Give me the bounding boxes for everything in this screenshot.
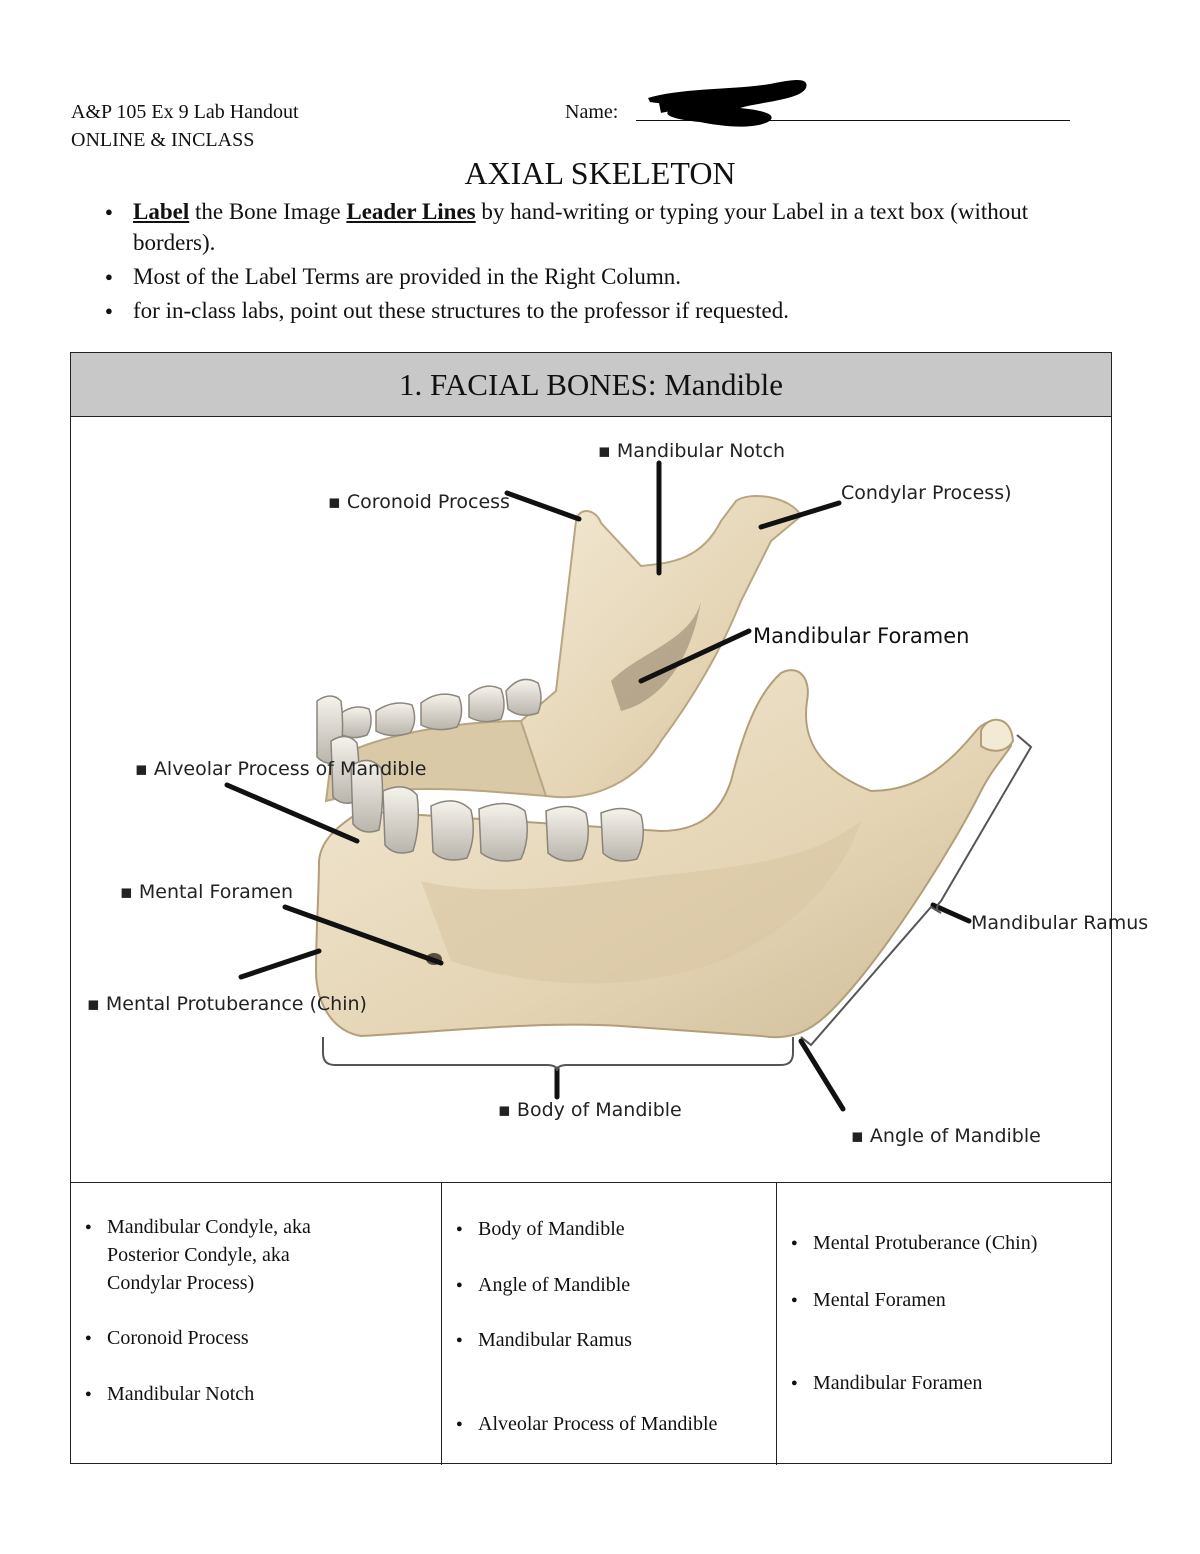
redaction-scribble [648, 80, 807, 127]
label-mandibular-foramen: Mandibular Foramen [753, 624, 969, 648]
term-coronoid-process: Coronoid Process [85, 1324, 249, 1352]
term-mandibular-notch: Mandibular Notch [85, 1380, 254, 1408]
leader-coronoid-process [504, 490, 582, 522]
diagram-cell: ▪ Mandibular Notch ▪ Coronoid Process Co… [71, 417, 1148, 1183]
mandibular-foramen-shadow [611, 601, 701, 711]
term-mental-protuberance: Mental Protuberance (Chin) [791, 1229, 1037, 1257]
mandible-near-side [314, 669, 1015, 1039]
leader-mental-foramen [282, 904, 444, 966]
terms-column-3: Mental Protuberance (Chin) Mental Forame… [777, 1183, 1111, 1465]
term-line: Condylar Process) [107, 1272, 255, 1294]
instruction-item: for in-class labs, point out these struc… [105, 295, 1115, 326]
label-coronoid-process: ▪ Coronoid Process [328, 491, 510, 513]
term-line: Mandibular Condyle, aka [107, 1216, 311, 1238]
leader-mandibular-foramen [638, 628, 752, 684]
term-angle-of-mandible: Angle of Mandible [456, 1271, 630, 1299]
leader-mental-protuberance [238, 948, 322, 980]
name-field-line[interactable] [636, 120, 1070, 121]
instruction-item: Most of the Label Terms are provided in … [105, 261, 1115, 292]
term-line: Posterior Condyle, aka [107, 1244, 290, 1266]
label-angle-of-mandible: ▪ Angle of Mandible [851, 1125, 1041, 1147]
document-header-left: A&P 105 Ex 9 Lab Handout ONLINE & INCLAS… [71, 98, 299, 154]
term-body-of-mandible: Body of Mandible [456, 1215, 625, 1243]
instruction-item: Label the Bone Image Leader Lines by han… [105, 196, 1115, 258]
label-mandibular-ramus: Mandibular Ramus [971, 912, 1148, 934]
label-alveolar-process: ▪ Alveolar Process of Mandible [135, 758, 426, 780]
term-mandibular-ramus: Mandibular Ramus [456, 1326, 632, 1354]
instruction-text: the Bone Image [189, 199, 347, 224]
mandible-table: 1. FACIAL BONES: Mandible [70, 352, 1148, 1465]
name-label: Name: [565, 101, 619, 123]
term-mental-foramen: Mental Foramen [791, 1286, 946, 1314]
body-bracket [322, 1037, 794, 1072]
mandible-far-side [324, 495, 803, 803]
label-mental-foramen: ▪ Mental Foramen [120, 881, 293, 903]
instructions-list: Label the Bone Image Leader Lines by han… [105, 196, 1115, 329]
leader-condylar-process [758, 500, 842, 530]
terms-column-2: Body of Mandible Angle of Mandible Mandi… [442, 1183, 777, 1465]
label-mandibular-notch: ▪ Mandibular Notch [598, 440, 785, 462]
ramus-bracket [800, 734, 1033, 1047]
leader-lines-keyword: Leader Lines [346, 199, 476, 224]
course-title: A&P 105 Ex 9 Lab Handout [71, 101, 299, 123]
leader-ramus-stem [930, 902, 972, 924]
body-shading [421, 821, 861, 984]
term-mandibular-condyle: Mandibular Condyle, aka Posterior Condyl… [85, 1213, 311, 1297]
leader-alveolar-process [224, 782, 360, 844]
section-heading: 1. FACIAL BONES: Mandible [71, 353, 1111, 417]
label-body-of-mandible: ▪ Body of Mandible [498, 1099, 682, 1121]
page-title: AXIAL SKELETON [464, 155, 736, 191]
label-condylar-process: Condylar Process) [841, 482, 1012, 504]
term-mandibular-foramen: Mandibular Foramen [791, 1369, 982, 1397]
leader-lines [224, 460, 972, 1112]
label-mental-protuberance: ▪ Mental Protuberance (Chin) [87, 993, 367, 1015]
leader-angle-of-mandible [798, 1038, 846, 1112]
label-keyword: Label [133, 199, 190, 224]
instruction-text: by hand-writing or typing your Label in … [133, 199, 1029, 255]
brackets [322, 734, 1033, 1072]
course-mode: ONLINE & INCLASS [71, 129, 255, 151]
condyle-near [980, 718, 1015, 752]
terms-column-1: Mandibular Condyle, aka Posterior Condyl… [71, 1183, 442, 1465]
term-alveolar-process: Alveolar Process of Mandible [456, 1410, 717, 1438]
